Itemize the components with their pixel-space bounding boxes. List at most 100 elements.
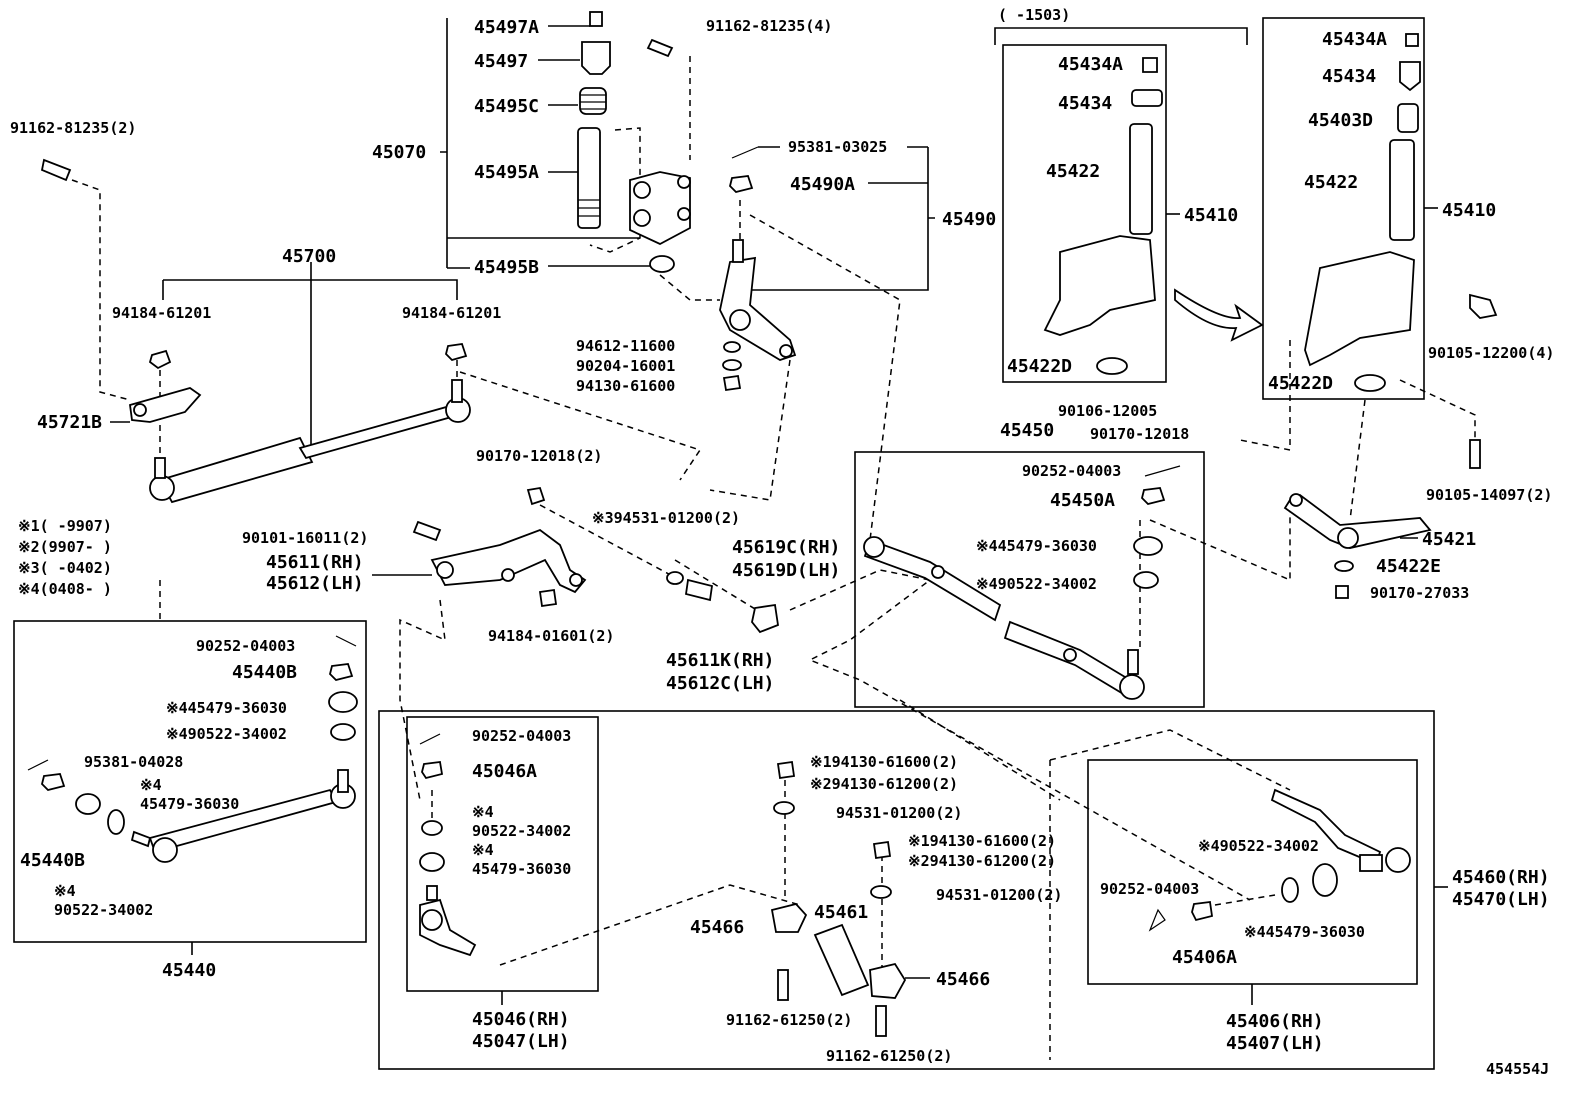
label-94531-b: 94531-01200(2) — [936, 886, 1062, 904]
label-45611K-rh: 45611K(RH) — [666, 650, 774, 671]
label-x4-90522-34002-b: ※490522-34002 — [166, 725, 287, 743]
label-90101-16011: 90101-16011(2) — [242, 529, 368, 547]
label-94130-61600: 94130-61600 — [576, 377, 675, 395]
label-95381-03025: 95381-03025 — [788, 138, 887, 156]
label-91162-61250-a: 91162-61250(2) — [726, 1011, 852, 1029]
label-90252-04003-b: 90252-04003 — [196, 637, 295, 655]
label-45700: 45700 — [282, 246, 336, 267]
label-x4-45479-36030-b: ※445479-36030 — [166, 699, 287, 717]
label-45619C-rh: 45619C(RH) — [732, 537, 840, 558]
label-45434A-b: 45434A — [1322, 29, 1387, 50]
label-45403D: 45403D — [1308, 110, 1373, 131]
part-shapes — [27, 11, 1498, 1037]
label-45046-rh: 45046(RH) — [472, 1009, 570, 1030]
leader-lines — [110, 25, 1448, 1005]
label-45495B: 45495B — [474, 257, 539, 278]
label-90105-12200: 90105-12200(4) — [1428, 344, 1554, 362]
label-45612C-lh: 45612C(LH) — [666, 673, 774, 694]
label-45406-rh: 45406(RH) — [1226, 1011, 1324, 1032]
label-45070: 45070 — [372, 142, 426, 163]
label-45410-b: 45410 — [1442, 200, 1496, 221]
group-boxes — [13, 17, 1435, 1070]
label-45434A-a: 45434A — [1058, 54, 1123, 75]
label-45422E: 45422E — [1376, 556, 1441, 577]
label-45440B-b: 45440B — [20, 850, 85, 871]
label-45422-a: 45422 — [1046, 161, 1100, 182]
label-x4-90522-34002-e: ※490522-34002 — [1198, 837, 1319, 855]
box-45450 — [854, 451, 1205, 708]
box-45406 — [1087, 759, 1418, 985]
label-90522-34002-c: 90522-34002 — [54, 901, 153, 919]
label-45407-lh: 45407(LH) — [1226, 1033, 1324, 1054]
label-45450: 45450 — [1000, 420, 1054, 441]
label-45450A: 45450A — [1050, 490, 1115, 511]
label-94184-01601: 94184-01601(2) — [488, 627, 614, 645]
label-45490: 45490 — [942, 209, 996, 230]
label-90105-14097: 90105-14097(2) — [1426, 486, 1552, 504]
label-45479-36030-d: 45479-36030 — [472, 860, 571, 878]
label-45619D-lh: 45619D(LH) — [732, 560, 840, 581]
label-90252-04003-a: 90252-04003 — [1022, 462, 1121, 480]
label-45479-36030-c: 45479-36030 — [140, 795, 239, 813]
label-x4-90522-34002-a: ※490522-34002 — [976, 575, 1097, 593]
label-45470-lh: 45470(LH) — [1452, 889, 1550, 910]
label-45422D-a: 45422D — [1007, 356, 1072, 377]
label-45422-b: 45422 — [1304, 172, 1358, 193]
label-45460-rh: 45460(RH) — [1452, 867, 1550, 888]
label-45466-b: 45466 — [936, 969, 990, 990]
bracket-45700 — [162, 262, 458, 450]
label-94184-61201-b: 94184-61201 — [402, 304, 501, 322]
label-90252-04003-c: 90252-04003 — [472, 727, 571, 745]
label-90522-34002-d: 90522-34002 — [472, 822, 571, 840]
label-45406A: 45406A — [1172, 947, 1237, 968]
label-45047-lh: 45047(LH) — [472, 1031, 570, 1052]
label-x1-94130-b: ※194130-61600(2) — [908, 832, 1056, 850]
part-labels: 45497A 91162-81235(4) 45497 45495C 45070… — [10, 6, 1554, 1078]
bracket-45070 — [440, 18, 640, 269]
label-45612-lh: 45612(LH) — [266, 573, 364, 594]
label-45466-a: 45466 — [690, 917, 744, 938]
label-x4-45479-36030-a: ※445479-36030 — [976, 537, 1097, 555]
label-90204-16001: 90204-16001 — [576, 357, 675, 375]
label-45495C: 45495C — [474, 96, 539, 117]
label-90170-27033: 90170-27033 — [1370, 584, 1469, 602]
note-2: ※2(9907- ) — [18, 538, 112, 556]
label-45421: 45421 — [1422, 529, 1476, 550]
label-94184-61201-a: 94184-61201 — [112, 304, 211, 322]
box-45460 — [378, 710, 1435, 1070]
label-x4-d1: ※4 — [472, 803, 494, 821]
label-90106-12005: 90106-12005 — [1058, 402, 1157, 420]
label-x1-94130-a: ※194130-61600(2) — [810, 753, 958, 771]
label-95381-04028: 95381-04028 — [84, 753, 183, 771]
label-94531-a: 94531-01200(2) — [836, 804, 962, 822]
label-45497A: 45497A — [474, 17, 539, 38]
box-45440 — [13, 620, 367, 943]
label-91162-81235-4: 91162-81235(4) — [706, 17, 832, 35]
label-45046A: 45046A — [472, 761, 537, 782]
label-45490A: 45490A — [790, 174, 855, 195]
label-x4-d2: ※4 — [472, 841, 494, 859]
label-45410-a: 45410 — [1184, 205, 1238, 226]
label-90170-12018-2: 90170-12018(2) — [476, 447, 602, 465]
label-x2-94130-a: ※294130-61200(2) — [810, 775, 958, 793]
bracket-range-1503 — [994, 27, 1248, 45]
note-3: ※3( -0402) — [18, 559, 112, 577]
bracket-45490 — [748, 146, 935, 291]
label-45440: 45440 — [162, 960, 216, 981]
figure-code: 454554J — [1486, 1060, 1549, 1078]
label-90252-04003-e: 90252-04003 — [1100, 880, 1199, 898]
label-45611-rh: 45611(RH) — [266, 552, 364, 573]
label-x4-c2: ※4 — [54, 882, 76, 900]
label-45422D-b: 45422D — [1268, 373, 1333, 394]
label-90170-12018-a: 90170-12018 — [1090, 425, 1189, 443]
label-45495A: 45495A — [474, 162, 539, 183]
label-45434-b: 45434 — [1322, 66, 1376, 87]
label-x4-c1: ※4 — [140, 776, 162, 794]
label-x4-45479-36030-e: ※445479-36030 — [1244, 923, 1365, 941]
label-91162-81235-2: 91162-81235(2) — [10, 119, 136, 137]
label-45721B: 45721B — [37, 412, 102, 433]
label-range-1503: ( -1503) — [998, 6, 1070, 24]
label-45440B-a: 45440B — [232, 662, 297, 683]
label-x3-94531-01200: ※394531-01200(2) — [592, 509, 740, 527]
